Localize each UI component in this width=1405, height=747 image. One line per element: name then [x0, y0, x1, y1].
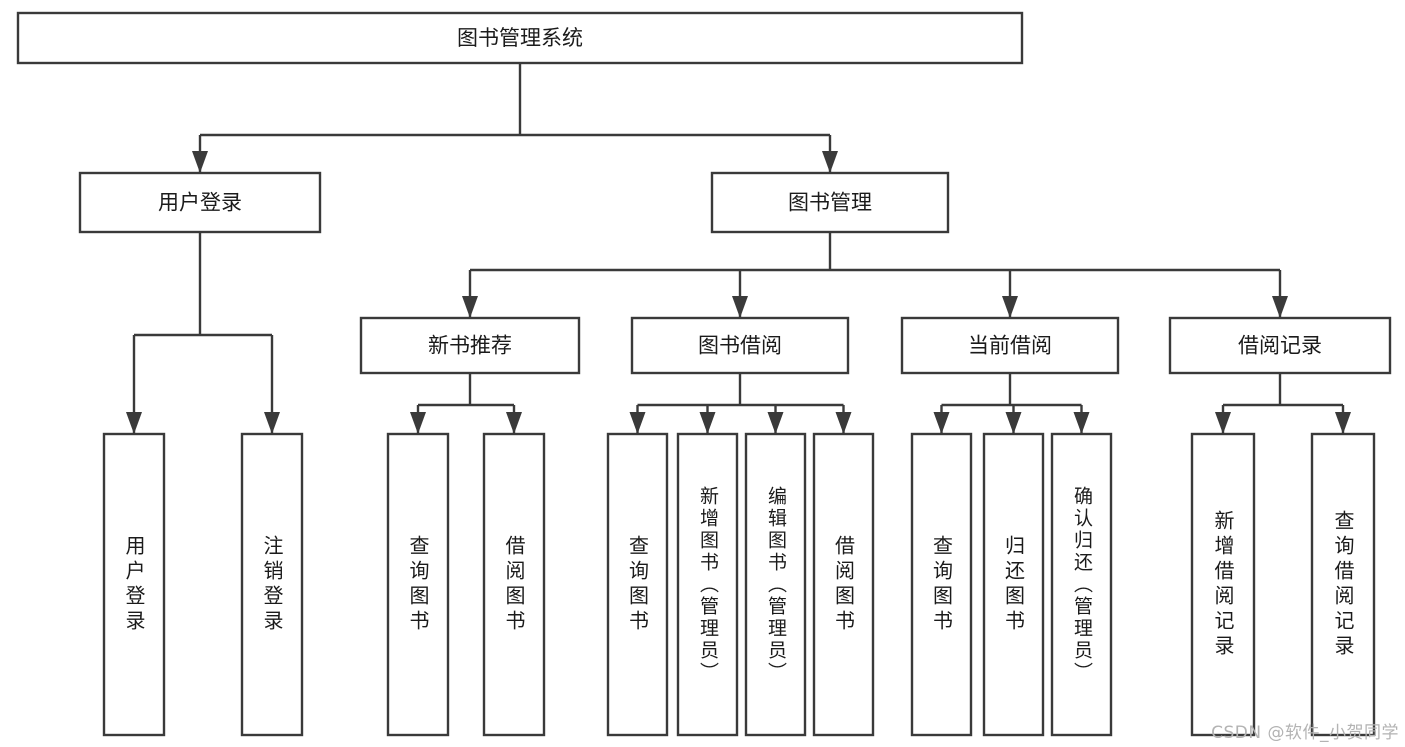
node-box-leaf-query-book-2[interactable]	[606, 432, 669, 737]
node-box-new-book-rec[interactable]	[359, 316, 581, 375]
connectors-layer	[126, 63, 1351, 434]
node-box-leaf-query-book-3[interactable]	[910, 432, 973, 737]
arrow-head-icon	[192, 151, 208, 173]
arrow-head-icon	[506, 412, 522, 434]
arrow-head-icon	[1272, 296, 1288, 318]
node-label-book-borrow: 图书借阅	[698, 334, 782, 358]
node-box-leaf-edit-book[interactable]	[744, 432, 807, 737]
arrow-head-icon	[1335, 412, 1351, 434]
arrow-head-icon	[1002, 296, 1018, 318]
node-box-leaf-logout[interactable]	[240, 432, 304, 737]
node-box-leaf-add-record[interactable]	[1190, 432, 1256, 737]
node-box-borrow-record[interactable]	[1168, 316, 1392, 375]
arrow-head-icon	[462, 296, 478, 318]
node-box-user-login[interactable]	[78, 171, 322, 234]
node-box-leaf-add-book[interactable]	[676, 432, 739, 737]
node-label-book-manage: 图书管理	[788, 191, 872, 215]
arrow-head-icon	[264, 412, 280, 434]
node-label-current-borrow: 当前借阅	[968, 334, 1052, 358]
node-box-leaf-borrow-book-2[interactable]	[812, 432, 875, 737]
node-box-book-manage[interactable]	[710, 171, 950, 234]
node-box-leaf-query-book-1[interactable]	[386, 432, 450, 737]
node-box-leaf-borrow-book-1[interactable]	[482, 432, 546, 737]
arrow-head-icon	[126, 412, 142, 434]
node-label-root: 图书管理系统	[457, 26, 583, 50]
node-boxes-layer	[16, 11, 1392, 737]
arrow-head-icon	[1005, 412, 1022, 434]
node-label-new-book-rec: 新书推荐	[428, 334, 512, 358]
arrow-head-icon	[629, 412, 646, 434]
node-label-user-login: 用户登录	[158, 191, 242, 215]
arrow-head-icon	[767, 412, 784, 434]
arrow-head-icon	[699, 412, 716, 434]
node-box-root[interactable]	[16, 11, 1024, 65]
arrow-head-icon	[822, 151, 838, 173]
node-box-current-borrow[interactable]	[900, 316, 1120, 375]
node-box-leaf-confirm-return[interactable]	[1050, 432, 1113, 737]
arrow-head-icon	[1073, 412, 1090, 434]
arrow-head-icon	[1215, 412, 1231, 434]
node-box-book-borrow[interactable]	[630, 316, 850, 375]
arrow-head-icon	[410, 412, 426, 434]
node-box-leaf-query-record[interactable]	[1310, 432, 1376, 737]
arrow-head-icon	[933, 412, 950, 434]
node-box-leaf-return-book[interactable]	[982, 432, 1045, 737]
node-label-borrow-record: 借阅记录	[1238, 334, 1322, 358]
node-box-leaf-user-login[interactable]	[102, 432, 166, 737]
arrow-head-icon	[835, 412, 852, 434]
watermark-text: CSDN @软件_小贺同学	[1211, 723, 1399, 743]
arrow-head-icon	[732, 296, 748, 318]
